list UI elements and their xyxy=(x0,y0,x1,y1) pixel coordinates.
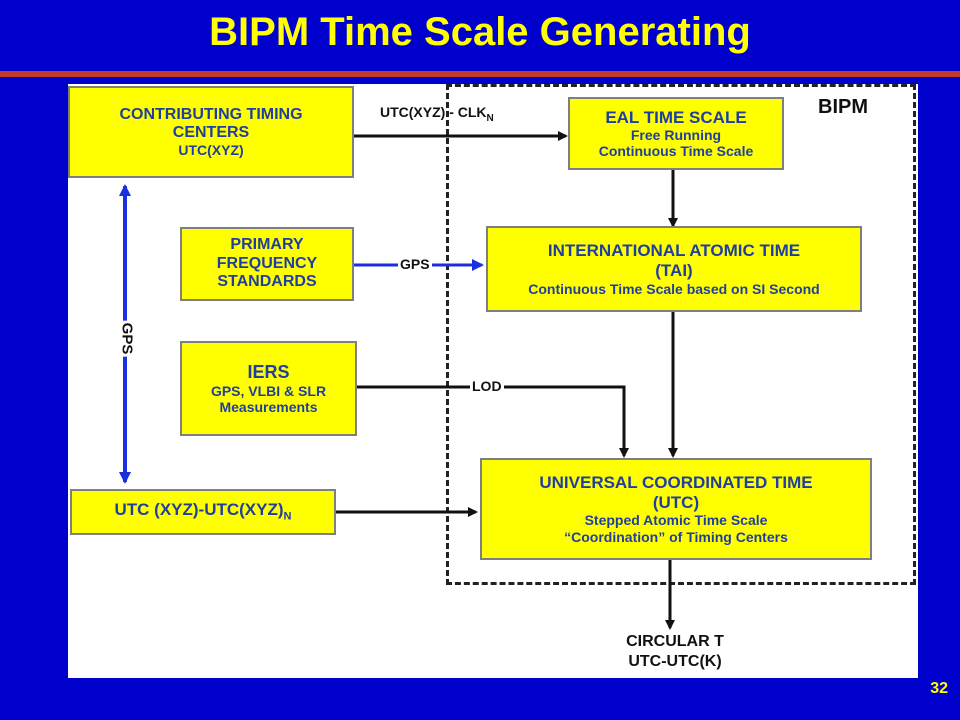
contributing-timing-centers-box: CONTRIBUTING TIMING CENTERS UTC(XYZ) xyxy=(68,86,354,178)
edge-label-clk-sub: N xyxy=(486,112,494,124)
utc-difference-text: UTC (XYZ)-UTC(XYZ)N xyxy=(115,500,292,523)
edge-label-gps-vertical: GPS xyxy=(118,320,136,357)
edge-label-clk-main: UTC(XYZ) - CLK xyxy=(380,104,487,120)
eal-line2: Free Running xyxy=(630,127,722,144)
utc-box: UNIVERSAL COORDINATED TIME (UTC) Stepped… xyxy=(480,458,872,560)
iers-box: IERS GPS, VLBI & SLR Measurements xyxy=(180,341,357,436)
primary-line1: PRIMARY xyxy=(230,236,304,254)
iers-line2: GPS, VLBI & SLR xyxy=(210,382,327,399)
utc-line1: UNIVERSAL COORDINATED TIME xyxy=(539,473,813,493)
edge-label-lod: LOD xyxy=(470,378,504,394)
utc-line3: Stepped Atomic Time Scale xyxy=(584,512,768,529)
tai-box: INTERNATIONAL ATOMIC TIME (TAI) Continuo… xyxy=(486,226,862,312)
page-number: 32 xyxy=(930,680,948,697)
eal-line1: EAL TIME SCALE xyxy=(605,107,747,127)
circular-t-output: CIRCULAR T UTC-UTC(K) xyxy=(560,632,790,672)
edge-label-gps-horizontal: GPS xyxy=(398,256,432,272)
slide-title: BIPM Time Scale Generating xyxy=(209,10,751,54)
contributing-line3: UTC(XYZ) xyxy=(178,142,244,159)
contributing-line2: CENTERS xyxy=(172,123,250,141)
utc-line2: (UTC) xyxy=(652,492,700,512)
contributing-line1: CONTRIBUTING TIMING xyxy=(119,105,303,123)
tai-line2: (TAI) xyxy=(655,260,693,280)
utc-difference-box: UTC (XYZ)-UTC(XYZ)N xyxy=(70,489,336,535)
primary-line2: FREQUENCY xyxy=(216,254,318,272)
tai-line1: INTERNATIONAL ATOMIC TIME xyxy=(547,241,801,261)
utc-line4: “Coordination” of Timing Centers xyxy=(564,528,788,545)
eal-line3: Continuous Time Scale xyxy=(598,143,754,160)
iers-line3: Measurements xyxy=(219,398,318,415)
primary-line3: STANDARDS xyxy=(217,273,317,291)
primary-frequency-standards-box: PRIMARY FREQUENCY STANDARDS xyxy=(180,227,354,301)
circular-t-line2: UTC-UTC(K) xyxy=(628,653,722,670)
title-divider xyxy=(0,71,960,77)
circular-t-line1: CIRCULAR T xyxy=(626,633,724,650)
utc-difference-main: UTC (XYZ)-UTC(XYZ) xyxy=(114,500,284,520)
bipm-label: BIPM xyxy=(818,96,868,118)
bipm-boundary xyxy=(446,84,916,585)
tai-line3: Continuous Time Scale based on SI Second xyxy=(528,280,820,297)
eal-time-scale-box: EAL TIME SCALE Free Running Continuous T… xyxy=(568,97,784,170)
iers-line1: IERS xyxy=(247,362,290,383)
arrow-iers-to-utc xyxy=(357,385,629,458)
utc-difference-sub: N xyxy=(283,510,292,523)
edge-label-clk: UTC(XYZ) - CLKN xyxy=(380,104,494,124)
